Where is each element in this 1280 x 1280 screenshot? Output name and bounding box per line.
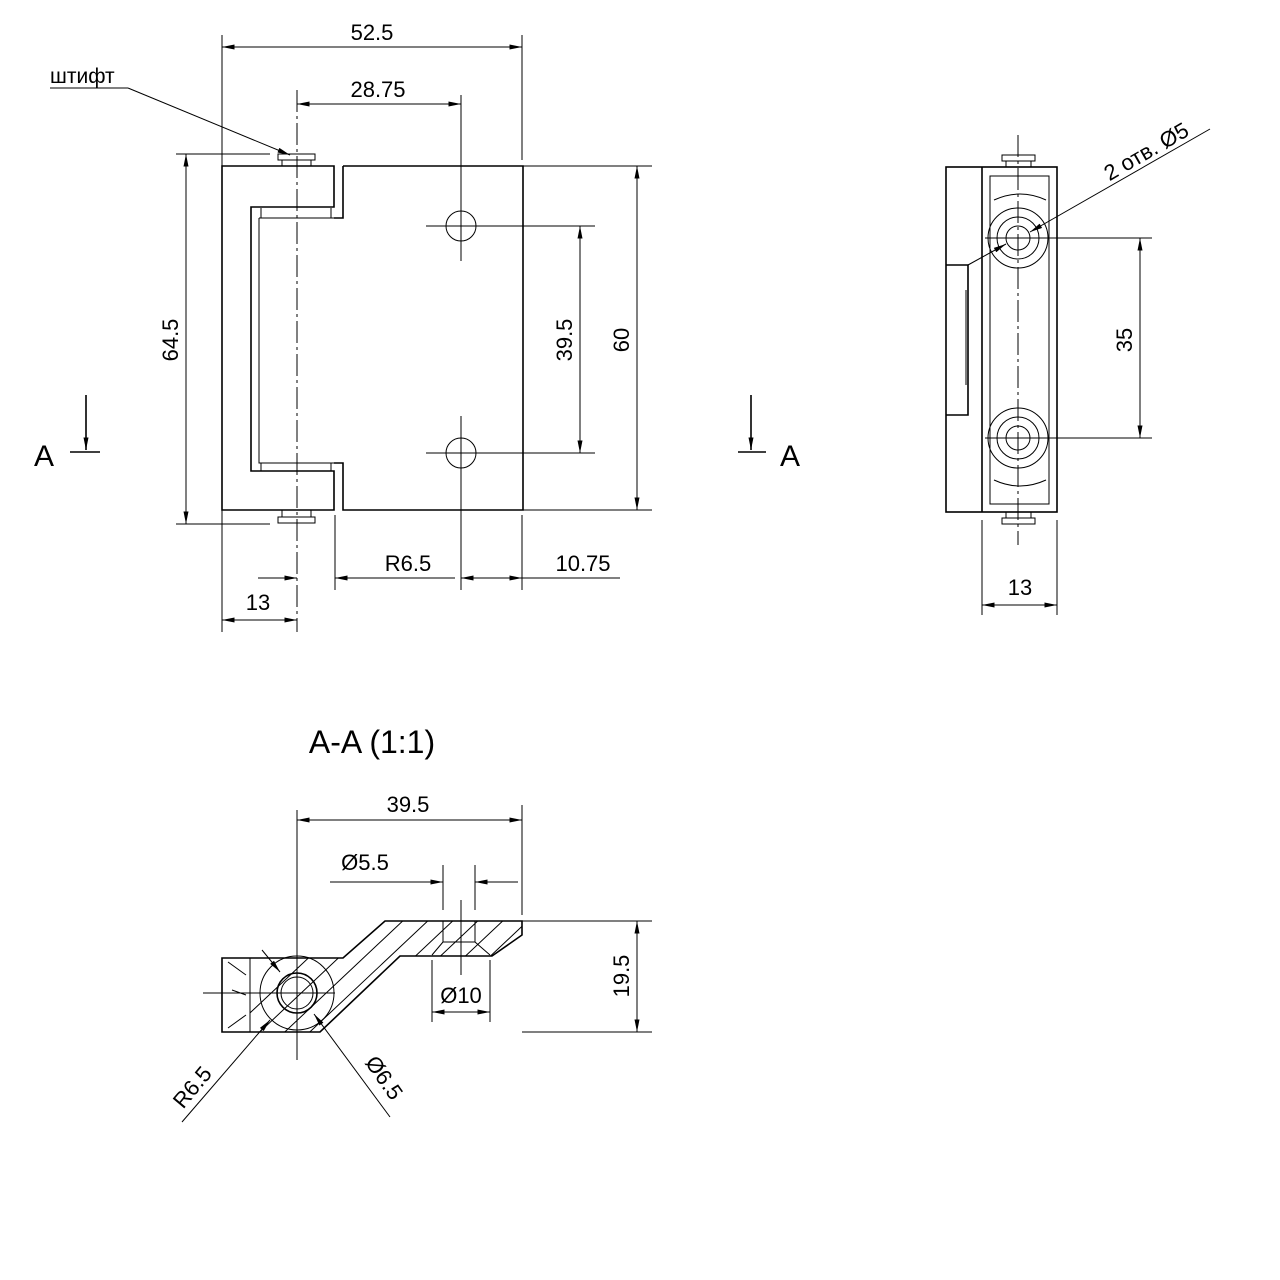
svg-text:A: A	[780, 440, 800, 473]
dim-pin-to-hole: 28.75	[350, 77, 405, 102]
dim-hole-dia: Ø5.5	[341, 850, 389, 875]
dim-plate-height: 60	[609, 328, 634, 352]
svg-text:A: A	[34, 440, 54, 473]
side-view: 35 13 2 отв. Ø5	[945, 117, 1211, 615]
mounting-hole-top	[426, 191, 496, 261]
dim-section-radius: R6.5	[168, 1061, 217, 1113]
holes-note: 2 отв. Ø5	[1100, 117, 1193, 185]
section-marker-left: A	[34, 395, 100, 473]
dim-overall-height: 64.5	[158, 319, 183, 362]
section-marker-right: A	[738, 395, 800, 473]
front-view: 52.5 28.75 64.5 60 39.5 R6.5 10.75 13 шт…	[50, 20, 652, 632]
dim-section-height: 19.5	[609, 955, 634, 998]
pin-label: штифт	[50, 65, 115, 88]
dim-section-length: 39.5	[387, 792, 430, 817]
dim-hole-spacing: 39.5	[552, 319, 577, 362]
section-title: A-A (1:1)	[309, 724, 435, 760]
dim-side-hole-spacing: 35	[1112, 328, 1137, 352]
dim-hole-to-edge: 10.75	[555, 551, 610, 576]
dim-pin-dia: Ø6.5	[360, 1051, 408, 1104]
dim-pin-offset: 13	[246, 590, 270, 615]
section-view: 39.5 Ø5.5 Ø10 19.5 R6.5 Ø6.5	[168, 792, 652, 1123]
dim-counterbore-dia: Ø10	[440, 983, 482, 1008]
dim-radius: R6.5	[385, 551, 431, 576]
dim-overall-width: 52.5	[351, 20, 394, 45]
mounting-hole-bottom	[426, 416, 496, 590]
dim-side-width: 13	[1008, 575, 1032, 600]
